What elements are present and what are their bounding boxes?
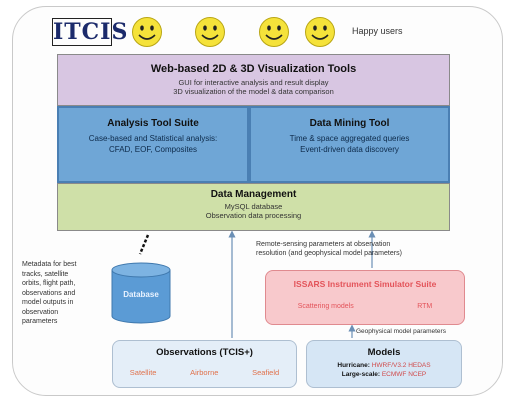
visualization-tools-line: GUI for interactive analysis and result … (178, 78, 329, 87)
remote-sensing-note: Remote-sensing parameters at observation… (256, 240, 486, 258)
data-management-line: Observation data processing (205, 211, 302, 220)
analysis-tool-suite-line: CFAD, EOF, Composites (108, 145, 198, 154)
visualization-tools-line: 3D visualization of the model & data com… (173, 87, 334, 96)
remote-sensing-note-line: resolution (and geophysical model parame… (256, 250, 402, 257)
metadata-note: Metadata for best tracks, satellite orbi… (22, 260, 108, 327)
metadata-note-line: orbits, flight path, (22, 280, 76, 287)
data-management-title: Data Management (210, 189, 297, 200)
models-hurricane-label: Hurricane: (337, 362, 370, 369)
smiley-icon (195, 17, 225, 47)
visualization-tools-title: Web-based 2D & 3D Visualization Tools (150, 63, 357, 75)
models-box: Models Hurricane: HWRF/V3.2 HEDAS Large-… (306, 340, 462, 388)
observations-title: Observations (TCIS+) (156, 347, 253, 358)
models-hurricane-line: Hurricane: HWRF/V3.2 HEDAS (307, 362, 461, 369)
analysis-tool-suite-line: Case-based and Statistical analysis: (88, 134, 218, 143)
models-title: Models (367, 347, 401, 358)
observations-item: Seafield (252, 368, 280, 377)
visualization-tools-box: Web-based 2D & 3D Visualization Tools GU… (57, 54, 450, 106)
models-large-scale-label: Large-scale: (341, 371, 381, 378)
metadata-note-line: Metadata for best (22, 261, 77, 268)
data-mining-tool-title: Data Mining Tool (309, 118, 390, 129)
metadata-note-line: observations and (22, 289, 76, 297)
models-large-scale-value: ECMWF NCEP (381, 371, 427, 378)
data-mining-tool-line: Time & space aggregated queries (289, 134, 410, 143)
observations-item: Airborne (190, 368, 219, 377)
issars-title: ISSARS Instrument Simulator Suite (293, 279, 437, 289)
remote-sensing-note-line: Remote-sensing parameters at observation (256, 241, 391, 248)
data-management-line: MySQL database (224, 202, 283, 211)
happy-users-label: Happy users (352, 26, 403, 36)
analysis-tool-suite-box: Analysis Tool Suite Case-based and Stati… (57, 106, 249, 183)
issars-item: RTM (417, 303, 433, 310)
data-mining-tool-box: Data Mining Tool Time & space aggregated… (249, 106, 450, 183)
data-mining-tool-line: Event-driven data discovery (300, 145, 399, 154)
issars-simulator-box: ISSARS Instrument Simulator Suite Scatte… (265, 270, 465, 325)
data-management-box: Data Management MySQL database Observati… (57, 183, 450, 231)
observations-item: Satellite (129, 368, 157, 377)
issars-item: Scattering models (297, 303, 354, 310)
database-link-arrow (138, 234, 150, 255)
smiley-icon (259, 17, 289, 47)
metadata-note-line: parameters (22, 318, 58, 325)
models-large-scale-line: Large-scale: ECMWF NCEP (307, 371, 461, 378)
metadata-note-line: model outputs in (22, 299, 74, 306)
database-label: Database (123, 290, 159, 299)
metadata-note-line: tracks, satellite (22, 270, 69, 278)
geophysical-note: Geophysical model parameters (356, 328, 446, 335)
models-hurricane-value: HWRF/V3.2 HEDAS (371, 362, 431, 369)
analysis-tool-suite-title: Analysis Tool Suite (107, 118, 199, 129)
smiley-icon (305, 17, 335, 47)
metadata-note-line: observation (22, 308, 59, 316)
smiley-icon (132, 17, 162, 47)
observations-box: Observations (TCIS+) Satellite Airborne … (112, 340, 297, 388)
database-icon (111, 262, 171, 324)
